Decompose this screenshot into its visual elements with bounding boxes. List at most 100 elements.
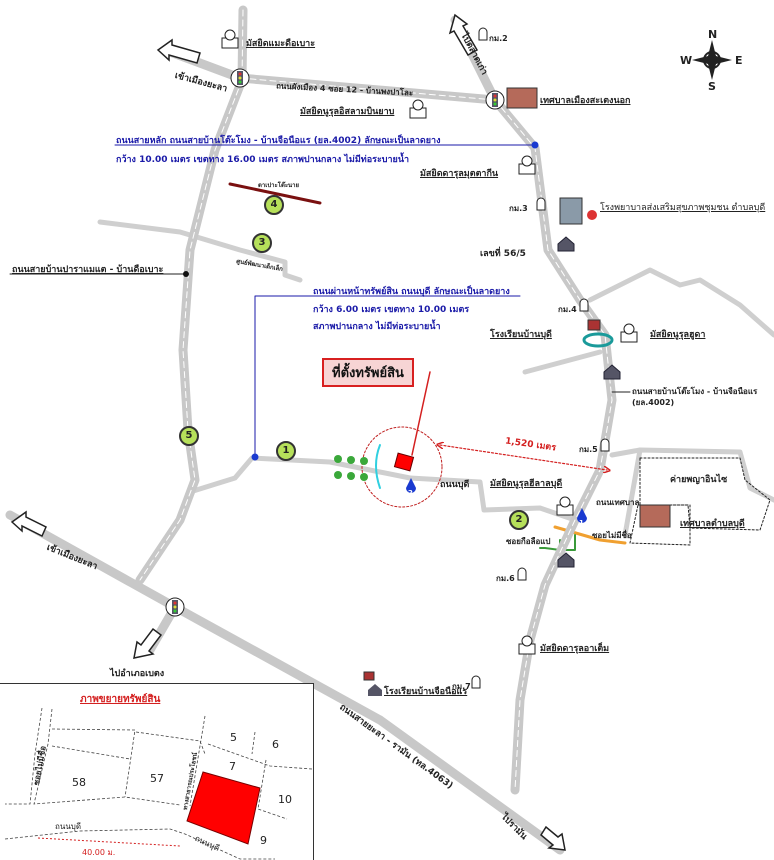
- landmark-municipality-sateng: เทศบาลเมืองสะเตงนอก: [540, 96, 631, 106]
- inset-property-parcel: [186, 771, 261, 845]
- road-label-soi-unnamed: ซอยไม่มีชื่อ: [592, 531, 632, 540]
- compass-s: S: [708, 80, 716, 93]
- parcel-9: 9: [260, 834, 267, 847]
- landmark-mosque-nurul-hilal: มัสยิดนูรุลฮีลาลบุดี: [490, 479, 563, 489]
- municipality-budi-building-icon: [639, 504, 671, 528]
- point-marker-4: 4: [264, 195, 284, 215]
- inset-parcel-map: [4, 707, 313, 860]
- mosque-icon: [620, 323, 638, 343]
- property-location-callout: ที่ตั้งทรัพย์สิน: [322, 358, 414, 387]
- landmark-camp: ค่ายพญาอินไซ: [670, 475, 728, 485]
- direction-to-betong: ไปอำเภอเบตง: [110, 669, 165, 679]
- compass-icon: [692, 40, 732, 80]
- traffic-light-icon: [485, 90, 505, 110]
- road-municipal: [622, 447, 643, 538]
- landmark-school-budi: โรงเรียนบ้านบุดี: [490, 330, 552, 340]
- km-marker-7: กม.7: [452, 682, 471, 691]
- mosque-icon: [221, 29, 239, 49]
- traffic-light-icon: [165, 597, 185, 617]
- mosque-icon: [409, 99, 427, 119]
- tree-icons: [334, 455, 368, 481]
- inset-frontage-label: 40.00 ม.: [82, 848, 116, 857]
- mosque-icon: [518, 155, 536, 175]
- compass-n: N: [708, 28, 718, 41]
- landmark-mosque-nurul-huda: มัสยิดนูรุลฮูดา: [650, 330, 706, 340]
- pin-icons: [406, 478, 587, 523]
- house-icon: [557, 236, 575, 252]
- landmark-house-no: เลขที่ 56/5: [480, 249, 526, 259]
- road-west-vertical: [135, 5, 248, 585]
- main-road-note-1: ถนนสายหลัก ถนนสายบ้านโต๊ะโมง - บ้านจือนื…: [116, 136, 441, 146]
- camp-boundary: [639, 457, 771, 531]
- compass-e: E: [735, 54, 743, 67]
- school-icon: [368, 684, 382, 696]
- main-road-note-2: กว้าง 10.00 เมตร เขตทาง 16.00 เมตร สภาพป…: [116, 155, 410, 165]
- traffic-light-icon: [230, 68, 250, 88]
- landmark-school-juenuere: โรงเรียนบ้านจือนือแร: [384, 687, 468, 697]
- road-label-budi: ถนนบุดี: [440, 480, 470, 490]
- point-marker-2: 2: [509, 510, 529, 530]
- distance-arrow: [440, 445, 607, 470]
- parcel-10: 10: [278, 793, 292, 806]
- municipality-boundary: [629, 504, 691, 546]
- school-icon: [582, 332, 614, 348]
- main-road-dot: [531, 141, 539, 149]
- km-marker-2: กม.2: [489, 34, 508, 43]
- building-icons: [363, 87, 671, 696]
- road-label-municipal: ถนนเทศบาล: [596, 498, 640, 507]
- road-label-west: ถนนสายบ้านปาราแมแต - บ้านดือเบาะ: [12, 265, 164, 275]
- pin-label-1: 1: [579, 519, 584, 527]
- road-label-soi-kulue: ซอยกือลือแป: [506, 537, 551, 546]
- municipality-building-icon: [506, 87, 538, 109]
- parcel-58: 58: [72, 776, 86, 789]
- landmark-mosque-dueboh: มัสยิดแมะดือเบาะ: [246, 39, 316, 49]
- compass-w: W: [680, 54, 693, 67]
- arrow-icon-raman: [540, 825, 566, 851]
- km-marker-5: กม.5: [579, 445, 598, 454]
- point-marker-3: 3: [252, 233, 272, 253]
- parcel-7: 7: [229, 760, 236, 773]
- parcel-57: 57: [150, 772, 164, 785]
- front-road-leader: [254, 295, 521, 458]
- road-west-branch: [97, 219, 303, 283]
- km-marker-3: กม.3: [509, 204, 528, 213]
- inset-road-budi-1: ถนนบุดี: [55, 822, 82, 831]
- landmark-mosque-nurul-islam: มัสยิดนูรุลอิสลามบินยาบ: [300, 107, 395, 117]
- landmark-mosque-darul-muttakin: มัสยิดดารุลมุตตากีน: [420, 169, 499, 179]
- road-label-main-vertical: ถนนสายบ้านโต๊ะโมง - บ้านจือนือแร (ยล.400…: [632, 387, 758, 407]
- hospital-building-icon: [559, 197, 583, 225]
- road-school-branch: [522, 349, 603, 375]
- front-road-note-3: สภาพปานกลาง ไม่มีท่อระบายน้ำ: [313, 322, 441, 332]
- property-enlargement-inset: ภาพขยายทรัพย์สิน 58 57 5 6 7 10 9 ซอยไม่…: [0, 683, 314, 860]
- arrow-icon-betong: [133, 627, 163, 659]
- property-marker: [393, 452, 415, 472]
- km-marker-4: กม.4: [558, 305, 577, 314]
- highway: [5, 510, 565, 855]
- road-main-vertical: [450, 15, 617, 795]
- house-icon: [557, 552, 575, 568]
- arrow-icon-old-market: [448, 13, 479, 57]
- road-budi-east: [407, 475, 578, 523]
- house-icon: [603, 364, 621, 380]
- school-flag-icon: [587, 319, 601, 331]
- front-road-note-2: กว้าง 6.00 เมตร เขตทาง 10.00 เมตร: [313, 305, 470, 315]
- point-marker-1: 1: [276, 441, 296, 461]
- mosque-icon: [518, 635, 536, 655]
- callout-leader: [411, 371, 431, 456]
- road-camp: [609, 447, 774, 503]
- landmark-mosque-aten: มัสยิดดารุลอาเต็ม: [540, 644, 610, 654]
- road-tapa-tonai: [228, 182, 322, 205]
- school-flag-icon: [363, 671, 375, 681]
- traffic-light-icons: [165, 68, 505, 617]
- km-marker-6: กม.6: [496, 574, 515, 583]
- point-marker-5: 5: [179, 426, 199, 446]
- inset-title: ภาพขยายทรัพย์สิน: [80, 694, 161, 705]
- canal: [375, 444, 381, 489]
- parcel-6: 6: [272, 738, 279, 751]
- west-road-dot: [183, 271, 189, 277]
- landmark-hospital: โรงพยาบาลส่งเสริมสุขภาพชุมชน ตำบลบุดี: [600, 203, 766, 213]
- pin-label-2: 2: [408, 489, 413, 497]
- landmark-tapa-tonai: ตาเปาะโต๊ะนาย: [258, 182, 300, 189]
